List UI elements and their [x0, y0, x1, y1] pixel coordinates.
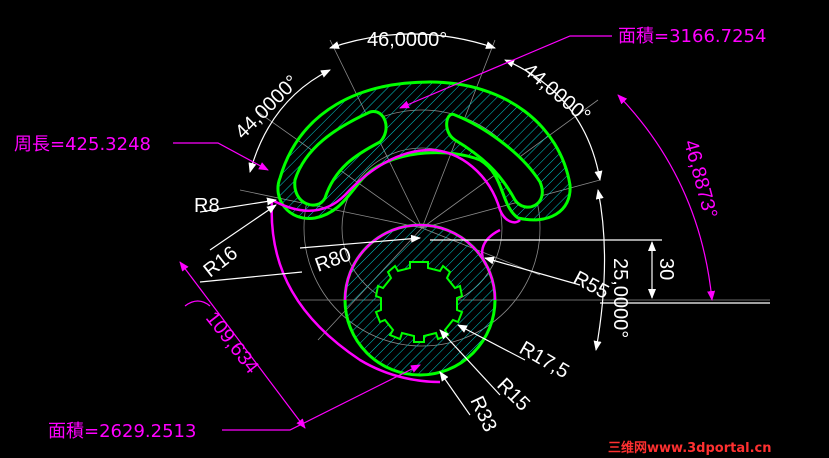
annotation-perimeter: 周長=425.3248	[14, 134, 151, 155]
dim-r8: R8	[194, 195, 220, 217]
lower-hub-magenta-arc	[343, 223, 497, 301]
dim-angle-vertical: 25,0000°	[609, 258, 631, 338]
watermark-text: 三维网www.3dportal.cn	[608, 440, 771, 456]
dim-r80: R80	[312, 243, 354, 276]
annotation-area-top: 面積=3166.7254	[618, 26, 766, 47]
dim-angle-left: 44,0000°	[231, 71, 303, 143]
dim-r15: R15	[492, 374, 534, 416]
dim-angle-outer: 46,8873°	[679, 138, 721, 221]
dim-r17-5: R17,5	[516, 337, 573, 383]
dim-30: 30	[655, 258, 677, 280]
left-slot	[293, 110, 388, 207]
annotation-area-bottom: 面積=2629.2513	[48, 421, 196, 442]
dim-angle-top: 46,0000°	[367, 29, 447, 51]
dim-r33: R33	[465, 393, 500, 436]
spline-bore	[374, 261, 464, 343]
dim-r16: R16	[200, 242, 242, 282]
dim-109: 109,634	[201, 308, 263, 379]
dim-r55: R55	[570, 267, 613, 304]
magenta-dimensions	[173, 35, 770, 431]
